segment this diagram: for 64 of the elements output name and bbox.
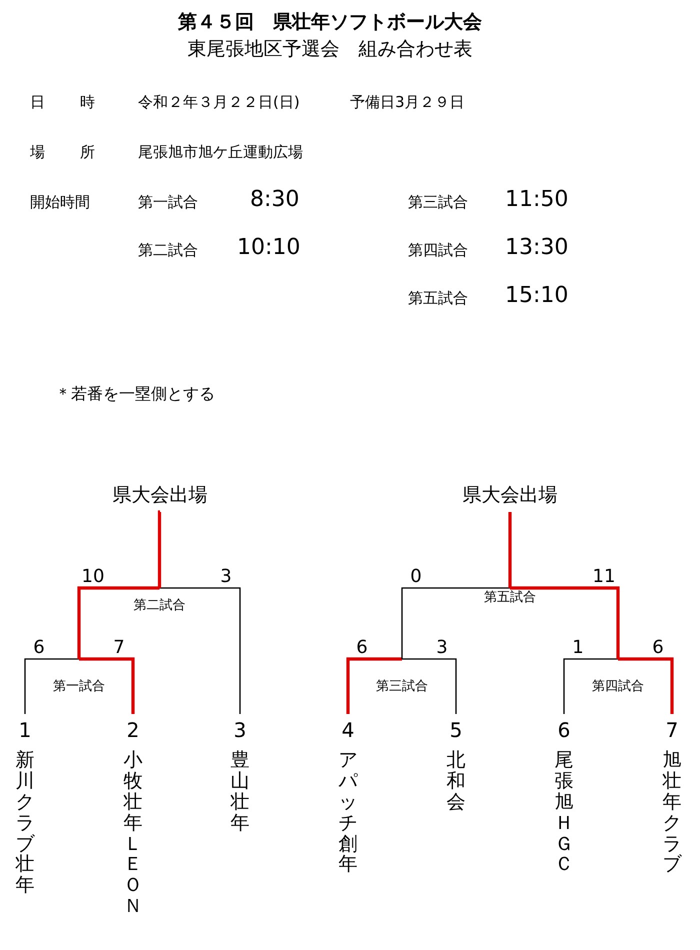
start-time: 13:30	[505, 237, 568, 259]
info-text: 第三試合	[408, 195, 468, 210]
score-label: 3	[220, 568, 232, 586]
start-time: 8:30	[250, 189, 300, 211]
info-text: 開始時間	[30, 195, 90, 210]
info-text: 所	[80, 145, 95, 160]
team-name: 北和会	[446, 750, 466, 813]
bracket-line	[402, 658, 457, 714]
score-label: 6	[33, 639, 45, 657]
score-label: 3	[436, 639, 448, 657]
winner-bracket-line	[158, 510, 162, 588]
team-name: アパッチ創年	[338, 750, 358, 876]
start-time: 15:10	[505, 285, 568, 307]
winner-bracket-line	[510, 586, 620, 659]
bracket-line	[160, 587, 241, 714]
info-text: 第五試合	[408, 291, 468, 306]
winner-bracket-line	[77, 586, 160, 659]
info-text: 第一試合	[138, 195, 198, 210]
seed-number: 5	[450, 720, 462, 740]
info-text: 日	[30, 95, 45, 110]
score-label: 11	[592, 568, 616, 586]
info-text: 予備日3月２９日	[350, 95, 465, 110]
bracket-line	[401, 587, 510, 659]
seed-number: 1	[18, 720, 32, 740]
match-label: 第三試合	[376, 680, 428, 693]
winner-bracket-line	[79, 657, 135, 714]
qualification-label: 県大会出場	[112, 486, 208, 505]
winner-bracket-line	[346, 657, 402, 714]
start-time: 10:10	[237, 237, 300, 259]
score-label: 0	[410, 568, 422, 586]
winner-bracket-line	[508, 510, 512, 588]
match-label: 第五試合	[484, 591, 536, 604]
info-text: 場	[30, 145, 45, 160]
seed-number: 2	[126, 720, 140, 740]
seed-number: 6	[558, 720, 570, 740]
title: 第４５回 県壮年ソフトボール大会	[178, 10, 482, 35]
team-name: 小牧壮年ＬＥＯＮ	[124, 750, 142, 918]
seed-number: 3	[234, 720, 246, 740]
info-text: 第二試合	[138, 243, 198, 258]
info-text: 尾張旭市旭ケ丘運動広場	[138, 145, 303, 160]
winner-bracket-line	[618, 657, 674, 714]
bracket-line	[24, 658, 79, 714]
qualification-label: 県大会出場	[462, 486, 558, 505]
team-name: 尾張旭ＨＧＣ	[554, 750, 574, 876]
score-label: 1	[572, 639, 584, 657]
bracket-line	[563, 658, 618, 714]
info-text: ＊若番を一塁側とする	[55, 386, 215, 402]
start-time: 11:50	[505, 189, 568, 211]
info-text: 令和２年３月２２日(日)	[138, 95, 300, 110]
team-name: 新川クラブ壮年	[16, 750, 34, 896]
match-label: 第二試合	[134, 599, 186, 612]
score-label: 10	[82, 568, 104, 586]
score-label: 7	[113, 639, 125, 657]
match-label: 第四試合	[592, 680, 644, 693]
info-text: 時	[80, 95, 95, 110]
match-label: 第一試合	[53, 680, 105, 693]
score-label: 6	[356, 639, 368, 657]
seed-number: 7	[666, 720, 678, 740]
info-text: 第四試合	[408, 243, 468, 258]
team-name: 旭壮年クラブ	[662, 750, 682, 876]
info-text: 東尾張地区予選会 組み合わせ表	[188, 40, 472, 59]
team-name: 豊山壮年	[230, 750, 250, 834]
score-label: 6	[652, 639, 664, 657]
seed-number: 4	[342, 720, 354, 740]
